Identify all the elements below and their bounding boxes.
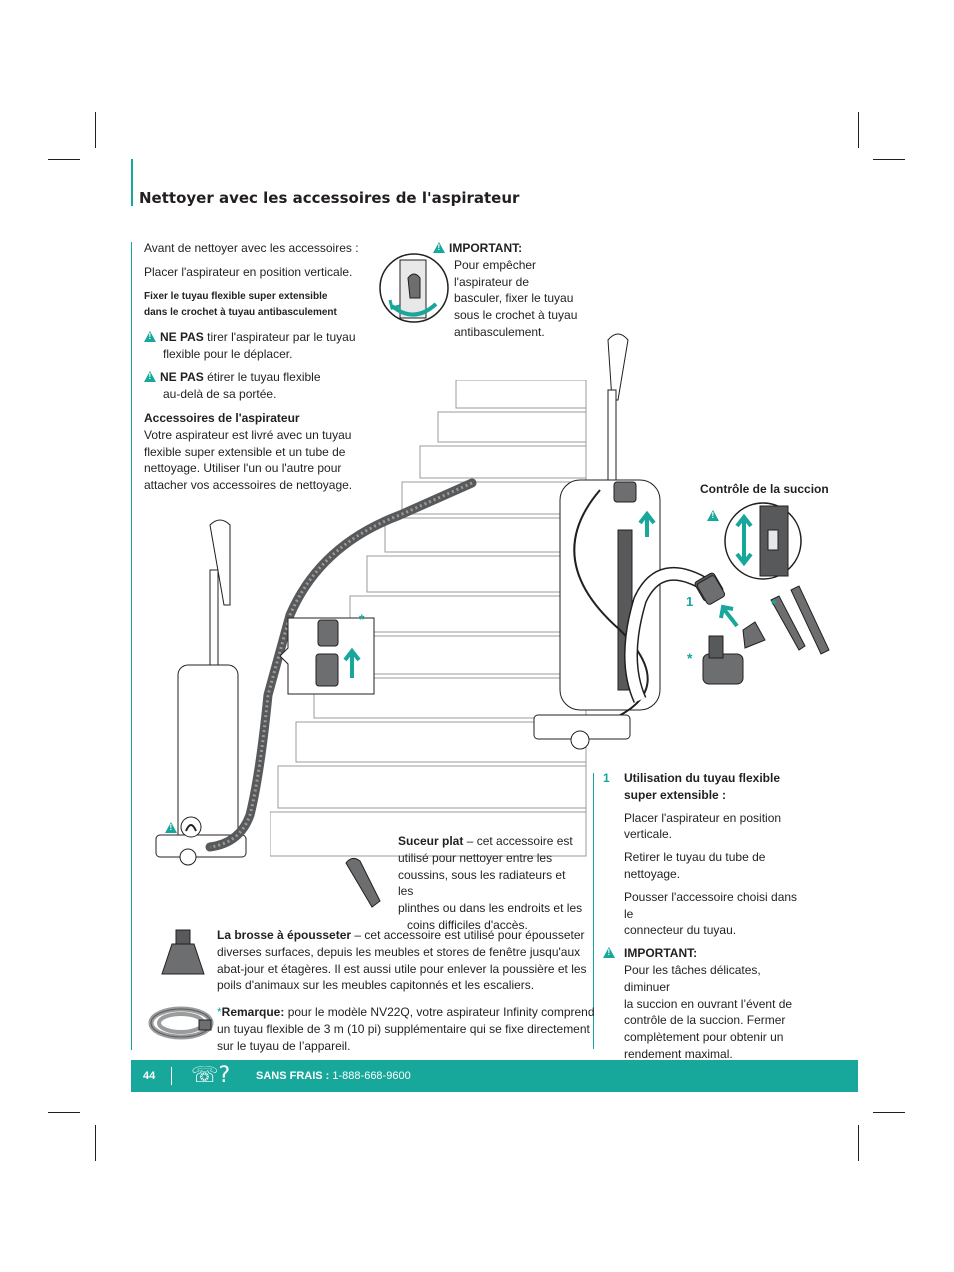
page-number: 44 xyxy=(143,1070,156,1082)
header-rule xyxy=(131,159,133,206)
warn1-line2: flexible pour le déplacer. xyxy=(163,346,293,361)
remark-line2: un tuyau flexible de 3 m (10 pi) supplém… xyxy=(217,1021,590,1036)
footer-phone-number[interactable]: 1-888-668-9600 xyxy=(329,1070,411,1082)
step1-p2-line2: nettoyage. xyxy=(624,866,681,881)
star-marker: * xyxy=(687,650,693,666)
brush-line3: abat-jour et étagères. Il est aussi util… xyxy=(217,961,587,976)
step1-important-line1: Pour les tâches délicates, diminuer xyxy=(624,962,761,994)
brush-line4: poils d'animaux sur les meubles capitonn… xyxy=(217,978,535,993)
brush-title: La brosse à épousseter xyxy=(217,928,352,942)
remark-star: * xyxy=(217,1005,222,1019)
fix-title-1: Fixer le tuyau flexible super extensible xyxy=(144,290,328,302)
accessories-title: Accessoires de l'aspirateur xyxy=(144,411,300,425)
remark-title: Remarque: xyxy=(221,1005,285,1019)
step1-p3-line2: connecteur du tuyau. xyxy=(624,923,737,938)
dusting-brush-icon xyxy=(161,929,205,975)
connector-callout xyxy=(280,617,375,695)
step1-title1: Utilisation du tuyau flexible xyxy=(624,771,781,785)
star-marker: * xyxy=(359,611,365,627)
left-vacuum-illustration xyxy=(155,478,477,866)
warn1-bold: NE PAS xyxy=(160,330,204,344)
crevice-line5: coins difficiles d'accès. xyxy=(407,917,528,932)
fix-title-2: dans le crochet à tuyau antibasculement xyxy=(144,307,337,319)
step1-important-line2: la succion en ouvrant l’évent de xyxy=(624,996,793,1011)
crevice-line4: plinthes ou dans les endroits et les xyxy=(398,901,583,916)
step1-important-line3: contrôle de la succion. Fermer xyxy=(624,1013,786,1028)
arrow-up-icon xyxy=(638,510,656,537)
step1-important-line4: complètement pour obtenir un xyxy=(624,1030,784,1045)
step1-p3-line1: Pousser l'accessoire choisi dans le xyxy=(624,889,798,921)
warning-icon xyxy=(144,371,156,382)
left-column-rule xyxy=(131,242,132,1050)
warning-icon xyxy=(707,510,719,521)
warn2-text: étirer le tuyau flexible xyxy=(203,370,321,384)
step1-p1-line1: Placer l'aspirateur en position xyxy=(624,810,782,825)
important-top-line1: Pour empêcher xyxy=(454,257,537,272)
right-column-rule xyxy=(593,773,594,1049)
suction-control-label: Contrôle de la succion xyxy=(700,482,829,496)
page-title: Nettoyer avec les accessoires de l'aspir… xyxy=(139,189,520,207)
step1-p1-line2: verticale. xyxy=(624,827,673,842)
remark-line3: sur le tuyau de l’appareil. xyxy=(217,1038,351,1053)
step-number: 1 xyxy=(603,771,610,785)
hose-hook-illustration xyxy=(379,253,449,323)
dusting-brush-icon xyxy=(696,575,830,685)
coiled-hose-icon xyxy=(148,1006,214,1040)
brush-line1: – cet accessoire est utilisé pour épouss… xyxy=(351,928,585,942)
crevice-tool-icon xyxy=(345,857,381,908)
intro-line1: Avant de nettoyer avec les accessoires : xyxy=(144,241,359,255)
important-top-line4: sous le crochet à tuyau xyxy=(454,308,578,323)
accessories-line2: flexible super extensible et un tube de xyxy=(144,444,346,459)
brush-line2: diverses surfaces, depuis les meubles et… xyxy=(217,944,581,959)
crevice-line3: coussins, sous les radiateurs et les xyxy=(398,867,566,899)
step1-important-line5: rendement maximal. xyxy=(624,1046,733,1061)
crevice-line2: utilisé pour nettoyer entre les xyxy=(398,850,553,865)
star-marker: * xyxy=(771,596,777,612)
footer-bar: 44 ☏? SANS FRAIS : 1-888-668-9600 xyxy=(131,1060,858,1092)
warn2-bold: NE PAS xyxy=(160,370,204,384)
suction-control-callout xyxy=(724,502,802,580)
warn1-text: tirer l'aspirateur par le tuyau xyxy=(203,330,356,344)
important-top-line2: l'aspirateur de xyxy=(454,274,529,289)
warning-icon xyxy=(433,242,445,253)
important-top-title: IMPORTANT: xyxy=(449,241,523,255)
step1-important-title: IMPORTANT: xyxy=(624,946,698,961)
warn2-line2: au-delà de sa portée. xyxy=(163,386,277,401)
step1-title2: super extensible : xyxy=(624,787,727,802)
warning-icon xyxy=(165,822,177,833)
marker-one: 1 xyxy=(686,594,694,609)
phone-icon: ☏? xyxy=(191,1063,231,1088)
important-top-line3: basculer, fixer le tuyau xyxy=(454,291,574,306)
intro-line2: Placer l'aspirateur en position vertical… xyxy=(144,264,353,279)
important-top-line5: antibasculement. xyxy=(454,324,545,339)
footer-label: SANS FRAIS : xyxy=(256,1070,330,1082)
crevice-line1: – cet accessoire est xyxy=(463,834,573,848)
warning-icon xyxy=(144,331,156,342)
step1-p2-line1: Retirer le tuyau du tube de xyxy=(624,850,766,865)
remark-line1: pour le modèle NV22Q, votre aspirateur I… xyxy=(284,1005,595,1019)
divider xyxy=(171,1067,172,1085)
accessories-line1: Votre aspirateur est livré avec un tuyau xyxy=(144,427,352,442)
accessories-line3: nettoyage. Utiliser l'un ou l'autre pour xyxy=(144,461,342,476)
warning-icon xyxy=(603,947,615,959)
crevice-title: Suceur plat xyxy=(398,834,464,848)
accessories-line4: attacher vos accessoires de nettoyage. xyxy=(144,478,353,493)
